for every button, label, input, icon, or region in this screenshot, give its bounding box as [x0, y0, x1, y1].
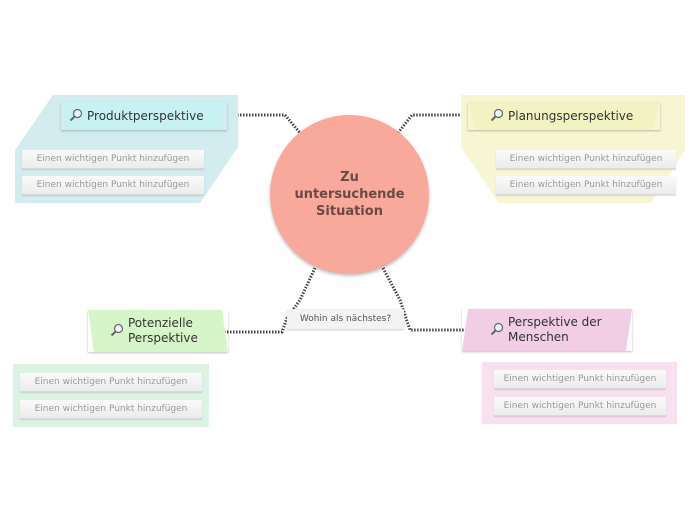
next-step-button[interactable]: Wohin als nächstes?: [287, 309, 404, 329]
add-point-button[interactable]: Einen wichtigen Punkt hinzufügen: [22, 176, 204, 195]
perspective-label: Perspektive der Menschen: [508, 315, 602, 344]
add-point-button[interactable]: Einen wichtigen Punkt hinzufügen: [494, 397, 666, 416]
central-topic-label: Zu untersuchende Situation: [294, 170, 405, 219]
header-shape: [468, 102, 660, 130]
central-topic[interactable]: Zu untersuchende Situation: [270, 115, 429, 274]
perspective-label: Produktperspektive: [87, 108, 204, 123]
add-point-button[interactable]: Einen wichtigen Punkt hinzufügen: [20, 373, 202, 392]
add-point-button[interactable]: Einen wichtigen Punkt hinzufügen: [496, 150, 676, 169]
connector-menschen: [381, 267, 470, 332]
perspective-header-produkt[interactable]: Produktperspektive: [61, 102, 227, 130]
magnifier-icon: [69, 108, 83, 125]
add-point-button[interactable]: Einen wichtigen Punkt hinzufügen: [494, 370, 666, 389]
header-shape: [462, 309, 632, 351]
magnifier-icon: [490, 108, 504, 125]
magnifier-icon: [490, 322, 504, 339]
perspective-header-menschen[interactable]: Perspektive der Menschen: [462, 309, 632, 351]
connector-planung: [396, 113, 470, 134]
perspective-label: Potenzielle Perspektive: [128, 316, 198, 345]
add-point-button[interactable]: Einen wichtigen Punkt hinzufügen: [20, 400, 202, 419]
connector-produkt: [225, 113, 302, 134]
magnifier-icon: [110, 323, 124, 340]
perspective-label: Planungsperspektive: [508, 108, 634, 123]
header-shape: [61, 102, 227, 130]
perspective-header-planung[interactable]: Planungsperspektive: [468, 102, 660, 130]
add-point-button[interactable]: Einen wichtigen Punkt hinzufügen: [22, 150, 204, 169]
add-point-button[interactable]: Einen wichtigen Punkt hinzufügen: [496, 176, 676, 195]
perspective-header-potenziell[interactable]: Potenzielle Perspektive: [88, 310, 228, 352]
header-shape: [88, 310, 228, 352]
